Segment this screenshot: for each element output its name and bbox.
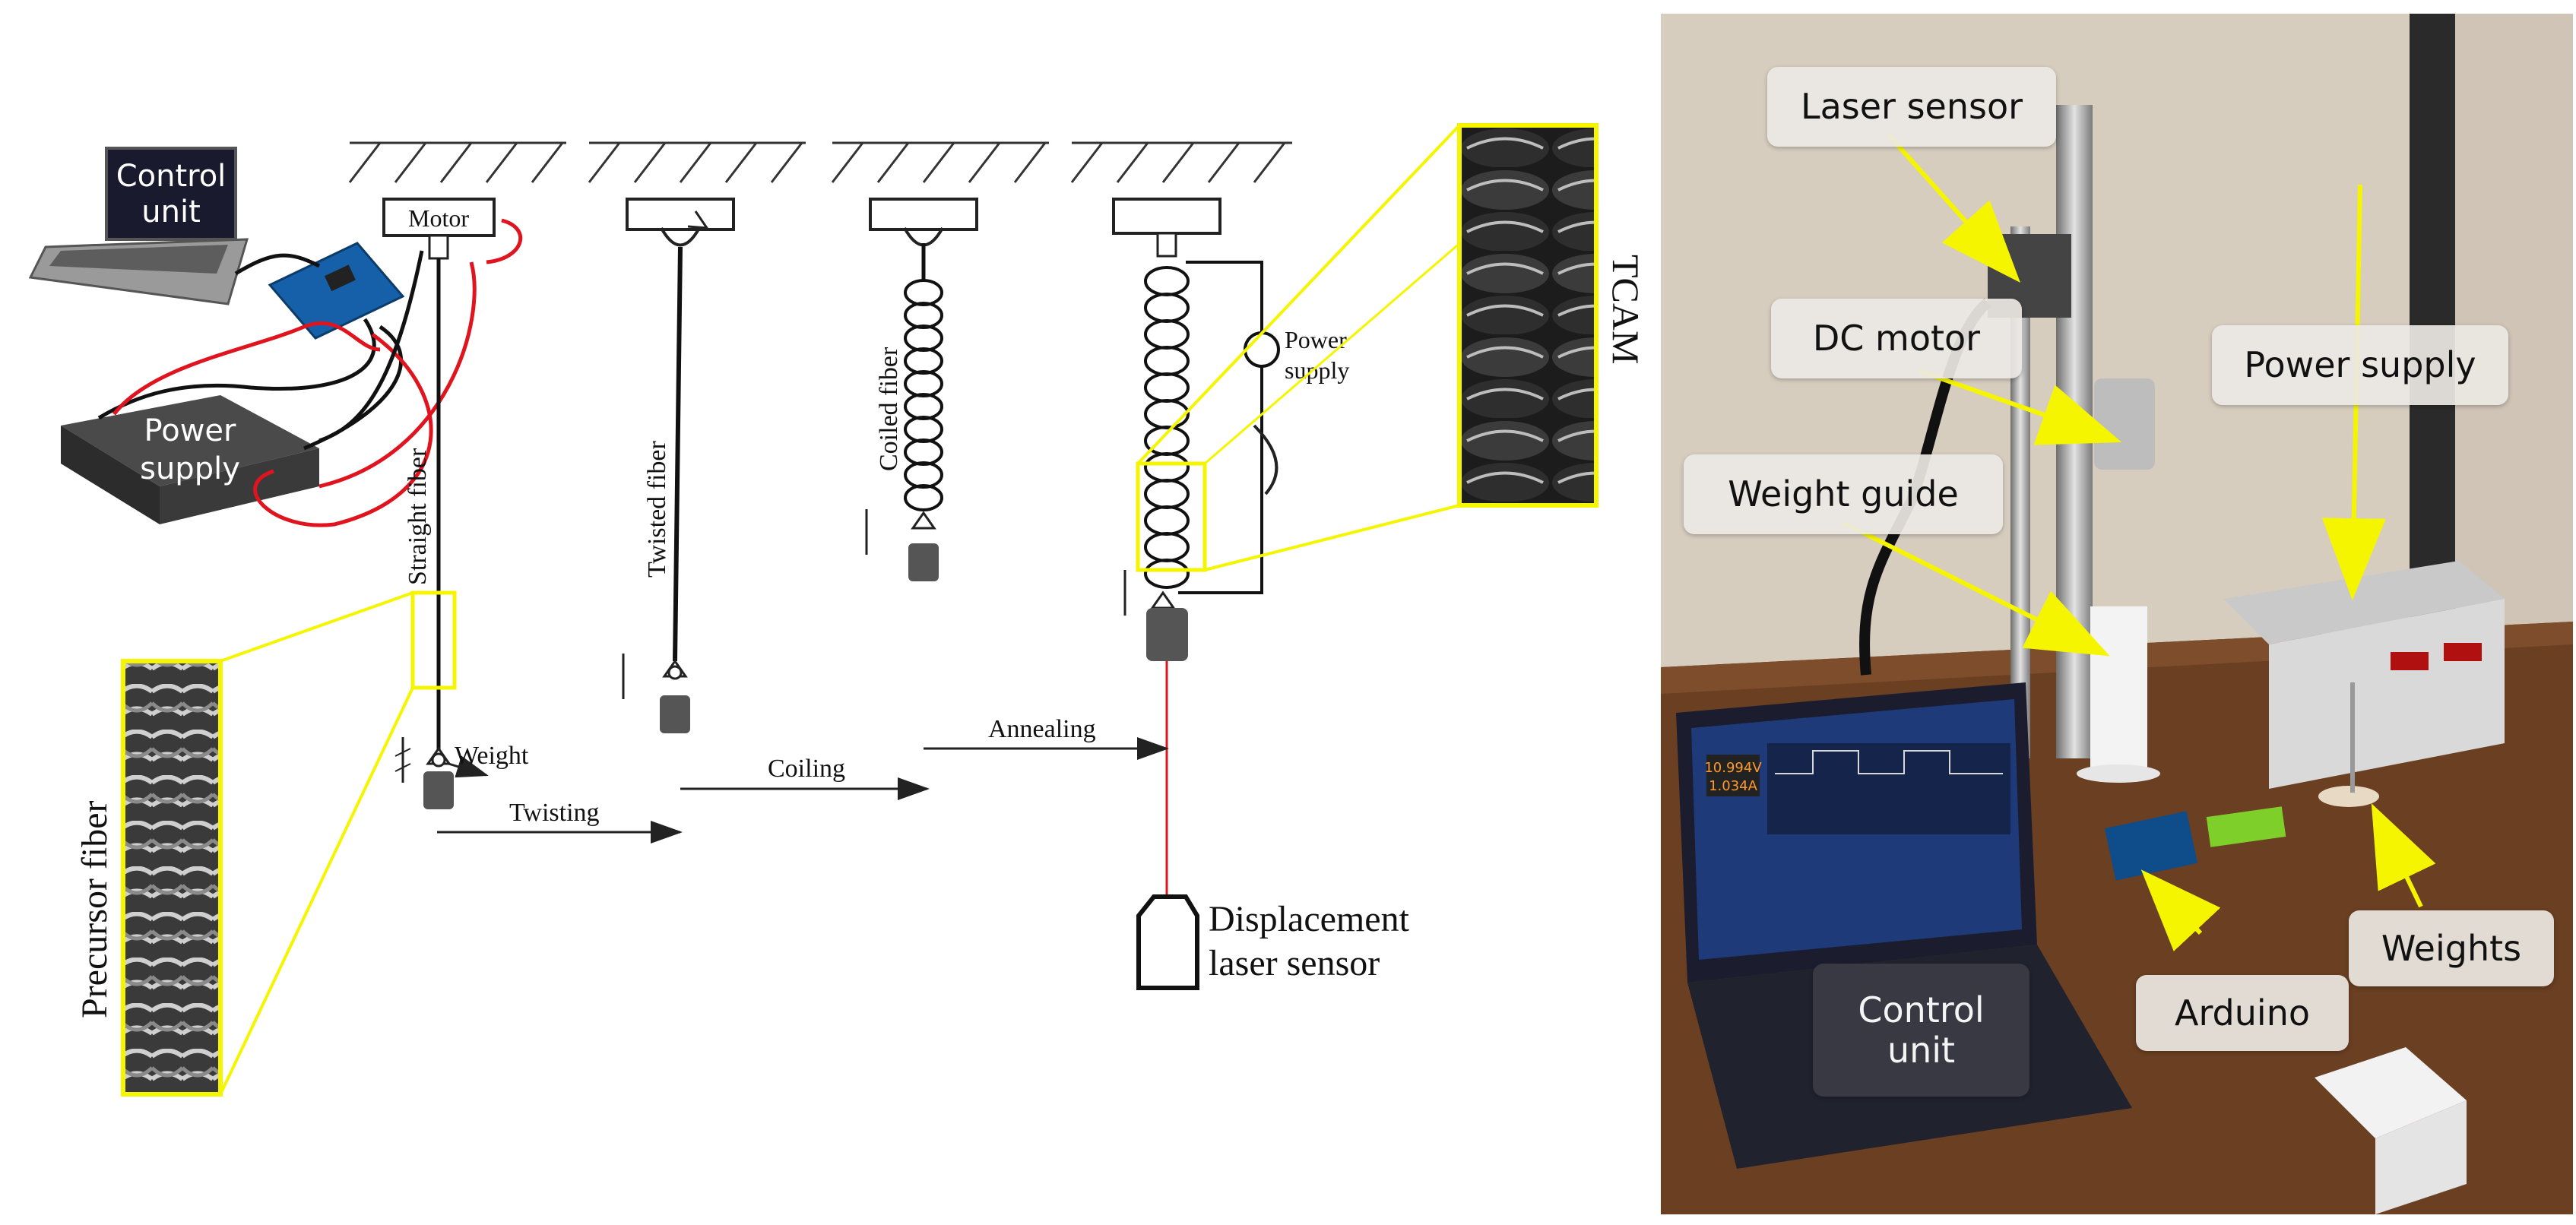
callout-laser-sensor: Laser sensor bbox=[1767, 67, 2056, 147]
laptop-icon: Control unit bbox=[28, 147, 249, 305]
arduino-board-icon bbox=[268, 242, 405, 340]
ceiling-hatch-3 bbox=[831, 141, 1049, 183]
callout-dc-motor: DC motor bbox=[1771, 299, 2022, 378]
weights-device bbox=[2318, 786, 2379, 807]
motor: Motor bbox=[382, 198, 496, 260]
power-supply-icon: Power supply bbox=[61, 395, 319, 524]
screen-voltage: 10.994V bbox=[1704, 760, 1762, 776]
displacement-label-1: Displacement bbox=[1209, 899, 1410, 939]
stage-coiled bbox=[865, 198, 978, 581]
weight-guide-tube bbox=[2090, 606, 2147, 774]
ceiling-hatch-1 bbox=[348, 141, 566, 183]
coiled-fiber-label: Coiled fiber bbox=[875, 347, 903, 471]
straight-fiber-label: Straight fiber bbox=[404, 448, 432, 585]
callout-weight-guide: Weight guide bbox=[1684, 454, 2003, 534]
precursor-zoom-box bbox=[410, 590, 457, 690]
callout-power-supply: Power supply bbox=[2212, 325, 2508, 405]
displacement-sensor-icon bbox=[1136, 894, 1199, 990]
power-supply-label-1: Power bbox=[144, 413, 236, 448]
tcam-zoom-image bbox=[1457, 123, 1599, 508]
tcam-power-supply-label-2: supply bbox=[1285, 356, 1349, 384]
callout-control-unit: Control unit bbox=[1813, 964, 2029, 1097]
control-unit-label-2: unit bbox=[141, 195, 201, 229]
callout-control-unit-line2: unit bbox=[1887, 1029, 1956, 1071]
twisting-label: Twisting bbox=[509, 799, 600, 827]
displacement-label-2: laser sensor bbox=[1209, 943, 1380, 983]
precursor-fiber-zoom bbox=[121, 659, 223, 1097]
annealing-label: Annealing bbox=[988, 715, 1096, 743]
weight-label: Weight bbox=[455, 742, 529, 770]
photo-scene: 10.994V 1.034A bbox=[1661, 14, 2573, 1214]
ceiling-hatch-4 bbox=[1070, 141, 1292, 183]
stage-tcam bbox=[1112, 198, 1280, 901]
motor-label: Motor bbox=[408, 204, 469, 232]
tcam-zoom-box bbox=[1136, 461, 1207, 572]
coiling-label: Coiling bbox=[768, 755, 845, 783]
stage-twisted bbox=[622, 198, 735, 733]
twisted-fiber-label: Twisted fiber bbox=[643, 440, 671, 578]
callout-arduino: Arduino bbox=[2136, 975, 2349, 1051]
fabrication-schematic: Control unit Power supply bbox=[28, 123, 1647, 1097]
arduino-device bbox=[2104, 811, 2198, 881]
weight-1 bbox=[394, 737, 489, 809]
screen-current: 1.034A bbox=[1709, 778, 1758, 794]
callout-weights: Weights bbox=[2349, 910, 2554, 986]
experimental-setup-photo: 10.994V 1.034A Laser sen bbox=[1661, 14, 2573, 1214]
power-supply-label-2: supply bbox=[140, 451, 240, 486]
precursor-fiber-label: Precursor fiber bbox=[74, 800, 115, 1018]
dc-motor-device bbox=[2094, 378, 2155, 470]
tcam-label: TCAM bbox=[1605, 255, 1647, 364]
callout-control-unit-line1: Control bbox=[1858, 989, 1985, 1030]
wires bbox=[97, 218, 523, 527]
ceiling-hatch-2 bbox=[588, 141, 806, 183]
control-unit-label-1: Control bbox=[116, 159, 227, 194]
